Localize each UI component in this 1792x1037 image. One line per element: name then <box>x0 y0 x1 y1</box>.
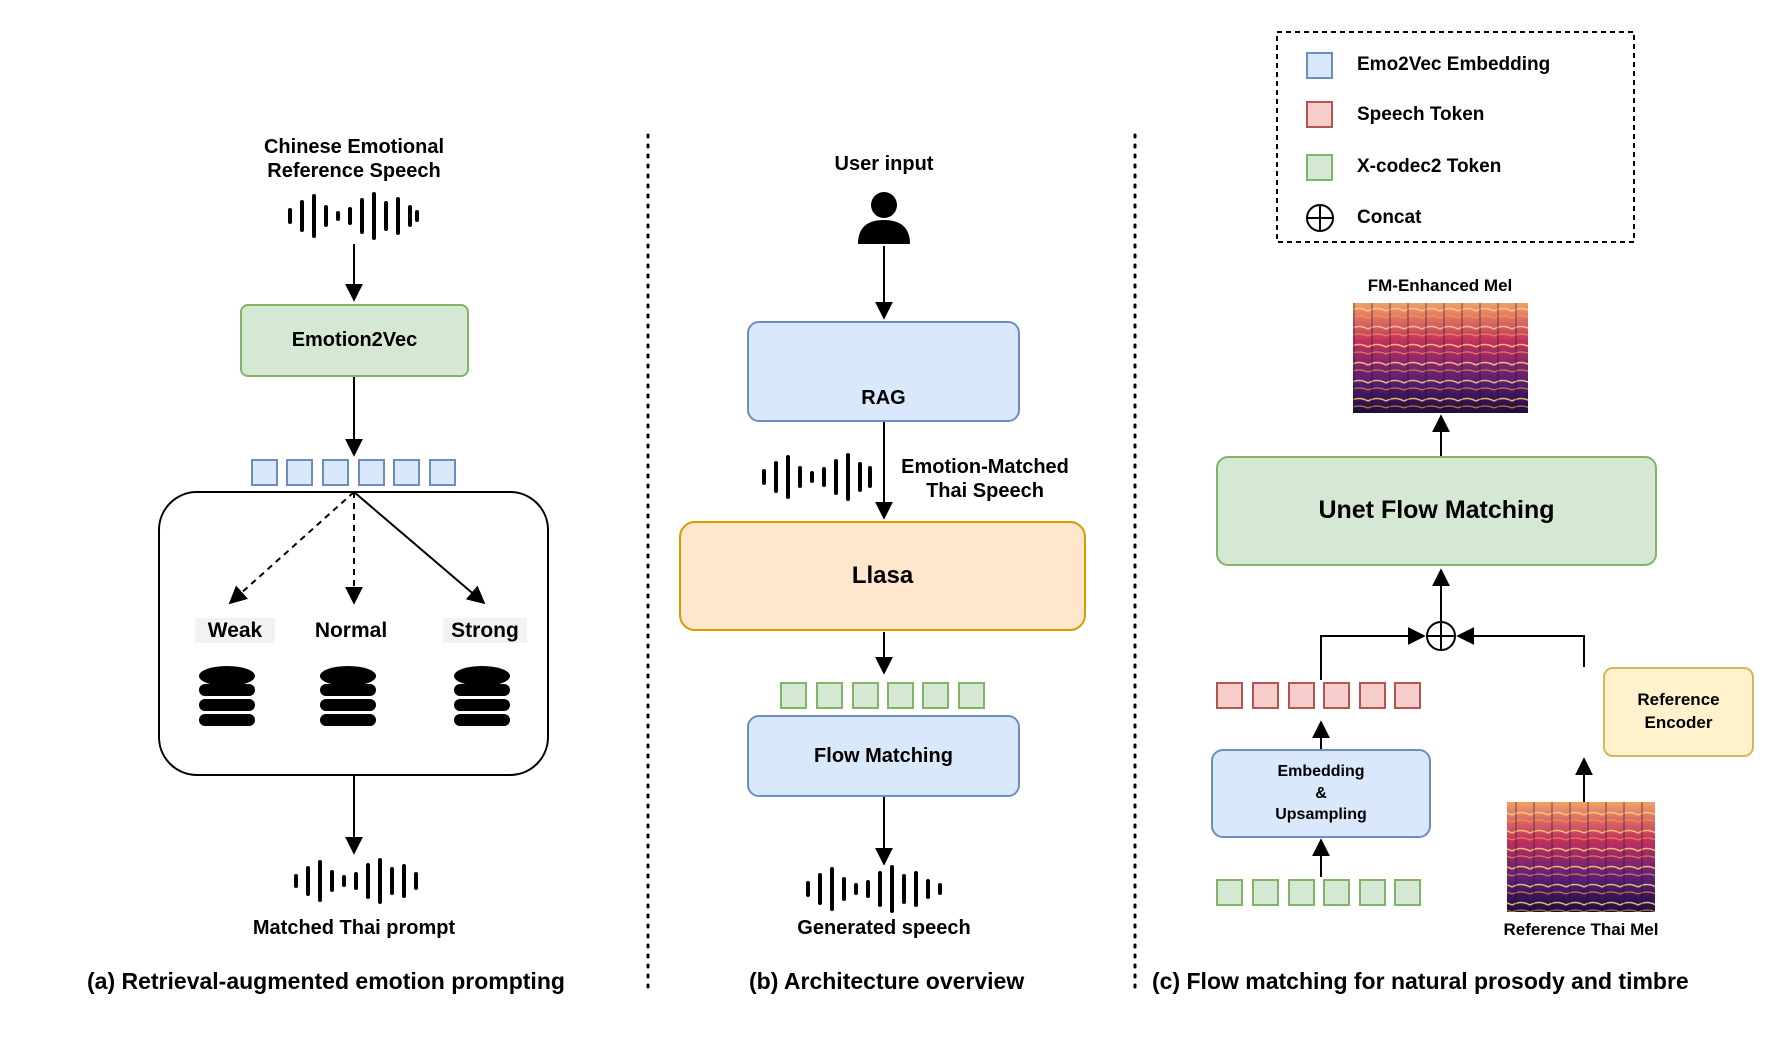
emo2vec-token <box>322 459 349 486</box>
legend-xcodec2-label: X-codec2 Token <box>1357 156 1502 177</box>
legend-swatch-xcodec2 <box>1306 154 1333 181</box>
xcodec2-token <box>922 682 949 709</box>
xcodec2-token <box>887 682 914 709</box>
xcodec2-token <box>1252 879 1279 906</box>
waveform-icon-emotion-matched <box>762 453 872 501</box>
reference-thai-mel-spectrogram <box>1507 802 1655 912</box>
emo2vec-token <box>251 459 278 486</box>
matched-thai-prompt-label: Matched Thai prompt <box>252 917 456 939</box>
emo2vec-token <box>393 459 420 486</box>
speech-token <box>1216 682 1243 709</box>
unet-flow-matching-box: Unet Flow Matching <box>1216 456 1657 566</box>
xcodec2-token <box>816 682 843 709</box>
legend-emo2vec-label: Emo2Vec Embedding <box>1357 54 1551 75</box>
waveform-icon-generated <box>806 865 942 913</box>
xcodec2-token <box>1216 879 1243 906</box>
database-icon-weak <box>199 666 255 726</box>
fm-enhanced-mel-label: FM-Enhanced Mel <box>1367 276 1513 295</box>
emo2vec-token <box>358 459 385 486</box>
xcodec2-token <box>852 682 879 709</box>
waveform-icon-chinese-reference <box>288 192 419 240</box>
speech-token <box>1252 682 1279 709</box>
xcodec2-token <box>1359 879 1386 906</box>
chinese-reference-label: Chinese Emotional Reference Speech <box>263 136 445 182</box>
reference-encoder-box: Reference Encoder <box>1603 667 1754 757</box>
arrow-to-weak <box>228 491 355 605</box>
concat-node <box>1426 621 1456 651</box>
rag-box: RAG <box>747 321 1020 422</box>
caption-b: (b) Architecture overview <box>749 968 1025 994</box>
xcodec2-token <box>1394 879 1421 906</box>
caption-a: (a) Retrieval-augmented emotion promptin… <box>87 968 565 994</box>
fm-enhanced-mel-spectrogram <box>1353 303 1528 413</box>
generated-speech-label: Generated speech <box>797 917 971 939</box>
emo2vec-token <box>429 459 456 486</box>
arrow-to-strong <box>353 491 486 605</box>
concat-icon <box>1306 204 1334 232</box>
xcodec2-token <box>1323 879 1350 906</box>
strong-label: Strong <box>443 618 527 644</box>
arrow-c-ref-to-concat <box>1456 627 1585 667</box>
xcodec2-token <box>780 682 807 709</box>
database-icon-normal <box>320 666 376 726</box>
arrow-c-speech-to-concat <box>1320 627 1426 680</box>
speech-token <box>1394 682 1421 709</box>
speech-token <box>1359 682 1386 709</box>
embedding-upsampling-box: Embedding & Upsampling <box>1211 749 1431 838</box>
waveform-icon-matched-thai <box>294 858 418 904</box>
xcodec2-token <box>958 682 985 709</box>
legend-swatch-emo2vec <box>1306 52 1333 79</box>
flow-matching-box: Flow Matching <box>747 715 1020 797</box>
llasa-box: Llasa <box>679 521 1086 631</box>
xcodec2-token <box>1288 879 1315 906</box>
weak-label: Weak <box>195 618 275 644</box>
emo2vec-token <box>286 459 313 486</box>
legend-swatch-speech-token <box>1306 101 1333 128</box>
speech-token <box>1323 682 1350 709</box>
legend-box <box>1276 31 1635 243</box>
normal-label: Normal <box>314 619 388 642</box>
caption-c: (c) Flow matching for natural prosody an… <box>1152 968 1689 994</box>
emotion-matched-label: Emotion-Matched Thai Speech <box>901 456 1069 502</box>
reference-thai-mel-label: Reference Thai Mel <box>1503 920 1659 939</box>
emotion2vec-box: Emotion2Vec <box>240 304 469 377</box>
database-icon-strong <box>454 666 510 726</box>
user-icon <box>858 192 910 244</box>
legend-concat-label: Concat <box>1357 207 1422 228</box>
user-input-label: User input <box>834 153 934 175</box>
legend-speech-token-label: Speech Token <box>1357 104 1485 125</box>
speech-token <box>1288 682 1315 709</box>
